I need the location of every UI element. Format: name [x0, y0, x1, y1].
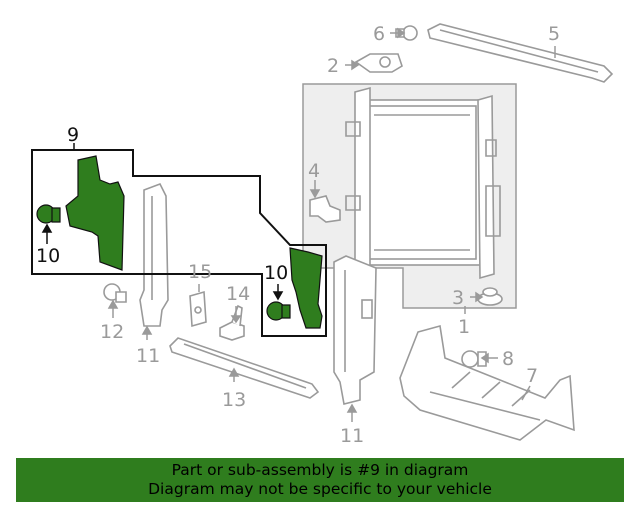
leader-lines — [107, 27, 556, 422]
banner-line-2: Diagram may not be specific to your vehi… — [148, 480, 492, 498]
part-10-right-clip — [266, 301, 291, 321]
callout-1: 1 — [458, 316, 470, 338]
part-9-right-deflector — [289, 247, 323, 329]
callout-11-right: 11 — [340, 425, 364, 447]
part-9-left-deflector — [65, 155, 125, 271]
part-4-bracket — [309, 195, 341, 223]
callout-4: 4 — [308, 160, 320, 182]
callout-11-left: 11 — [136, 345, 160, 367]
info-banner: Part or sub-assembly is #9 in diagram Di… — [16, 458, 624, 502]
callout-7: 7 — [526, 365, 538, 387]
part-13-lower-rail — [169, 337, 320, 399]
callout-15: 15 — [188, 261, 212, 283]
part-10-left-clip — [36, 204, 61, 224]
part-2-mount — [354, 53, 403, 73]
part-9-group-box — [31, 149, 327, 337]
callout-8: 8 — [502, 348, 514, 370]
callout-14: 14 — [226, 283, 250, 305]
part-7-lower-shield — [399, 324, 575, 441]
callout-6: 6 — [373, 23, 385, 45]
callout-10-right: 10 — [264, 262, 288, 284]
banner-line-1: Part or sub-assembly is #9 in diagram — [171, 461, 469, 479]
callout-13: 13 — [222, 389, 246, 411]
part-8-clip — [461, 350, 487, 368]
part-15-nut — [189, 290, 207, 328]
callout-2: 2 — [327, 55, 339, 77]
callout-5: 5 — [548, 23, 560, 45]
callout-3: 3 — [452, 287, 464, 309]
callout-9: 9 — [67, 124, 79, 146]
callout-12: 12 — [100, 321, 124, 343]
part-12-push-pin — [103, 283, 127, 303]
part-11-right-baffle — [333, 255, 377, 405]
part-11-left-baffle — [139, 182, 169, 327]
radiator — [345, 86, 501, 280]
part-14-bolt — [219, 304, 245, 341]
part-5-upper-rail — [427, 23, 614, 83]
leader-lines-dark — [41, 143, 284, 301]
part-3-grommet — [477, 287, 503, 306]
callout-10-left: 10 — [36, 245, 60, 267]
parts-diagram: 1 2 3 4 5 6 7 8 9 10 10 11 11 12 13 14 1… — [31, 23, 614, 447]
